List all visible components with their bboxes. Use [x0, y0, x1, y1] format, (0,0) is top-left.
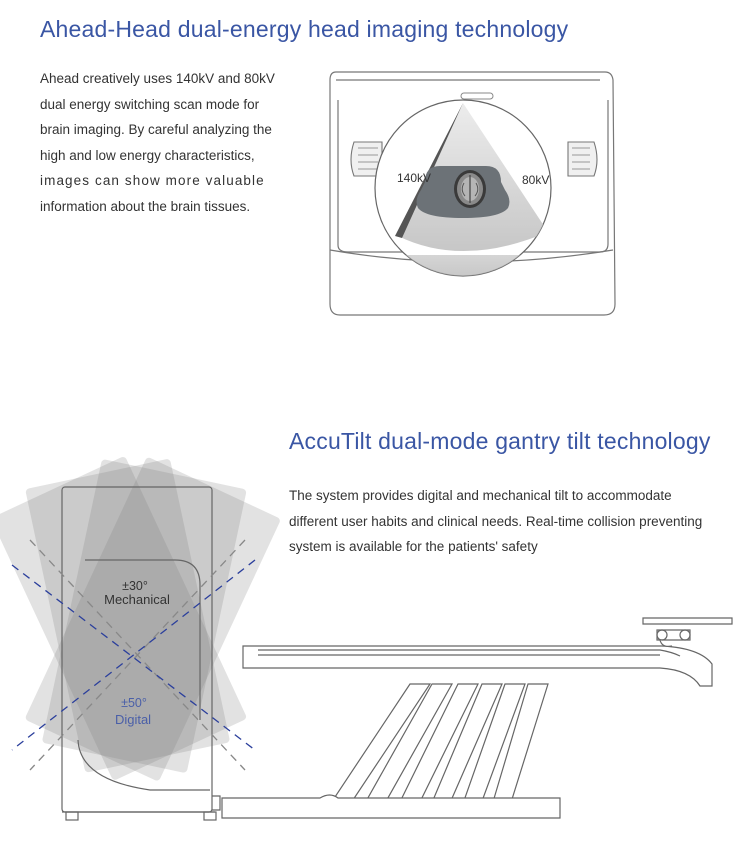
mechanical-angle: ±30°: [122, 579, 148, 593]
label-80kv: 80kV: [522, 173, 549, 187]
section1-title: Ahead-Head dual-energy head imaging tech…: [40, 16, 569, 42]
section2-line: different user habits and clinical needs…: [289, 513, 703, 529]
section2-line: The system provides digital and mechanic…: [289, 488, 672, 503]
gantry-handles: [350, 141, 598, 177]
section2-paragraph: The system provides digital and mechanic…: [289, 483, 729, 560]
section1-paragraph: Ahead creatively uses 140kV and 80kV dua…: [40, 66, 300, 220]
section1-line: brain imaging. By careful analyzing the: [40, 122, 272, 138]
tilt-overlays: [0, 456, 280, 781]
digital-label: Digital: [115, 712, 151, 727]
section1-line: Ahead creatively uses 140kV and 80kV: [40, 71, 275, 86]
section2-line: system is available for the patients' sa…: [289, 539, 538, 555]
section1-line: dual energy switching scan mode for: [40, 96, 260, 112]
gantry-indicator: [460, 92, 494, 100]
mechanical-label: Mechanical: [104, 592, 170, 607]
section1-line: high and low energy characteristics,: [40, 147, 255, 163]
gantry-side-outline: [61, 486, 221, 821]
section1-line: information about the brain tissues.: [40, 198, 251, 214]
section2-title: AccuTilt dual-mode gantry tilt technolog…: [289, 428, 711, 454]
digital-tilt-lines: [11, 559, 256, 751]
section1-line: images can show more valuable: [40, 173, 265, 189]
label-140kv: 140kV: [397, 171, 431, 185]
patient-table: [221, 617, 733, 819]
digital-angle: ±50°: [121, 696, 147, 710]
head-phantom: [416, 166, 510, 218]
mechanical-tilt-lines: [29, 539, 246, 771]
